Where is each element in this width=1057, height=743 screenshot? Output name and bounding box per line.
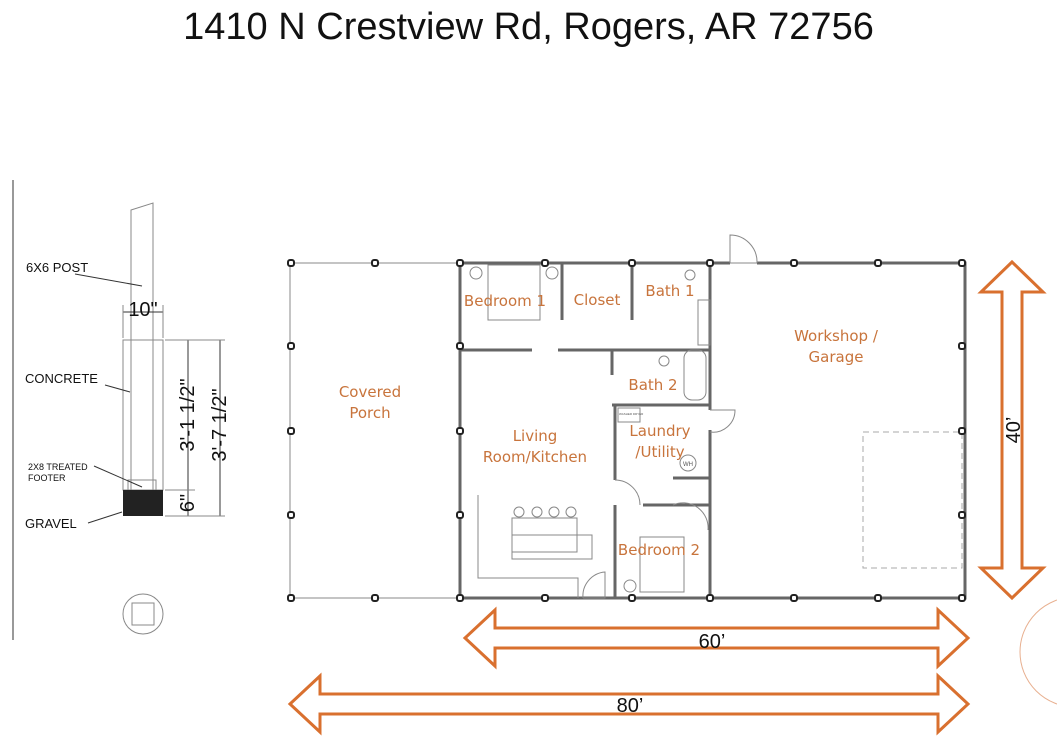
water-heater-label: WH [683, 462, 693, 468]
post-marker [958, 259, 966, 267]
post-marker [874, 594, 882, 602]
living-width-label: 60’ [699, 631, 726, 653]
post-marker [874, 259, 882, 267]
post-marker [456, 511, 464, 519]
concrete-block [122, 339, 164, 491]
vanity-icon [697, 299, 711, 346]
toilet-icon [658, 355, 670, 367]
page-title: 1410 N Crestview Rd, Rogers, AR 72756 [183, 6, 874, 48]
post-marker [706, 259, 714, 267]
post-marker [958, 511, 966, 519]
post-marker [790, 594, 798, 602]
post-marker [628, 259, 636, 267]
furniture: WH WASHER DRYER [469, 264, 711, 598]
gravel-dimension: 6" [177, 494, 199, 512]
room-workshop-2: Garage [809, 348, 864, 366]
post-plan-view [122, 593, 164, 635]
room-labels: Bedroom 1 Closet Bath 1 Bath 2 Covered P… [339, 282, 879, 559]
room-bedroom-2: Bedroom 2 [618, 541, 700, 559]
post-marker [541, 259, 549, 267]
partial-circle-decoration [1019, 599, 1057, 705]
post-marker [287, 427, 295, 435]
living-width-arrow [462, 606, 971, 670]
post-marker [456, 594, 464, 602]
washer-dryer-label: WASHER DRYER [619, 412, 644, 416]
outer-dimension: 3'-7 1/2" [209, 388, 231, 461]
room-living: Living [513, 427, 558, 445]
post-marker [287, 594, 295, 602]
post-marker [958, 427, 966, 435]
post-marker [287, 342, 295, 350]
gravel-label: GRAVEL [25, 516, 77, 531]
room-closet: Closet [574, 291, 621, 309]
post-marker [958, 342, 966, 350]
post-marker [541, 594, 549, 602]
room-bath-2: Bath 2 [628, 376, 677, 394]
total-width-label: 80’ [617, 695, 644, 717]
concrete-label: CONCRETE [25, 371, 98, 386]
bed-icon [487, 264, 541, 321]
room-porch-2: Porch [349, 404, 390, 422]
room-porch: Covered [339, 383, 401, 401]
water-heater-icon [679, 454, 697, 472]
post-marker [456, 342, 464, 350]
post-label: 6X6 POST [26, 260, 88, 275]
treated-footer [127, 479, 157, 491]
post-marker [456, 427, 464, 435]
post-marker [958, 594, 966, 602]
post-marker [287, 259, 295, 267]
room-bath-1: Bath 1 [645, 282, 694, 300]
width-dimension: 10" [128, 299, 157, 321]
room-bedroom-1: Bedroom 1 [464, 292, 546, 310]
footer-label: 2X8 TREATED [28, 462, 88, 472]
kitchen-island [511, 517, 578, 553]
washer-dryer-icon [617, 407, 641, 423]
total-width-arrow [287, 672, 971, 736]
garage-door-outline [862, 431, 963, 569]
post-marker [790, 259, 798, 267]
post-marker [371, 594, 379, 602]
dimension-arrows: 40’ 60’ 80’ [287, 259, 1047, 736]
footer-label-2: FOOTER [28, 473, 66, 483]
post-marker [371, 259, 379, 267]
bed-icon [639, 536, 685, 593]
inner-dimension: 3'-1 1/2" [177, 378, 199, 451]
bathtub-icon [683, 349, 707, 401]
room-workshop: Workshop / [794, 327, 879, 345]
room-living-2: Room/Kitchen [483, 448, 587, 466]
post-marker [456, 259, 464, 267]
post-marker [287, 511, 295, 519]
depth-label: 40’ [1003, 417, 1025, 444]
room-laundry: Laundry [629, 422, 690, 440]
posts [287, 259, 966, 602]
post-marker [706, 594, 714, 602]
room-laundry-2: /Utility [635, 443, 684, 461]
post-marker [628, 594, 636, 602]
footing-detail: 6X6 POST 10" CONCRETE 2X8 TREATED FOOTER… [12, 180, 231, 640]
gravel-block [123, 490, 163, 516]
depth-arrow [977, 259, 1047, 601]
toilet-icon [684, 269, 696, 281]
